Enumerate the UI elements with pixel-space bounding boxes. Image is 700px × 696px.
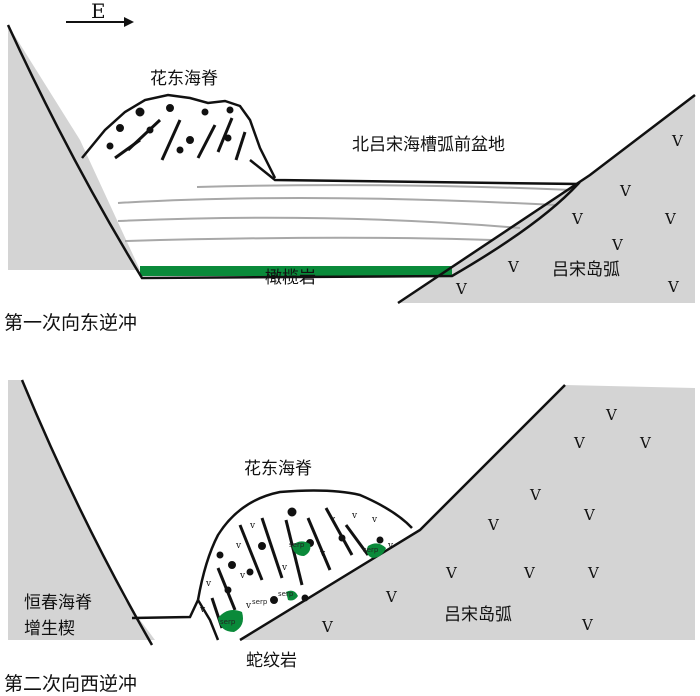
svg-text:v: v bbox=[199, 605, 206, 615]
svg-text:V: V bbox=[619, 182, 632, 200]
wedge-label-line1: 恒春海脊 bbox=[24, 593, 92, 613]
svg-text:v: v bbox=[281, 563, 288, 573]
svg-text:V: V bbox=[587, 564, 600, 582]
left-slope-1 bbox=[8, 25, 140, 270]
svg-text:V: V bbox=[611, 236, 624, 254]
v-marks-2: V V V V V V V V V V V V bbox=[321, 406, 652, 636]
svg-text:serp: serp bbox=[289, 541, 305, 549]
svg-text:v: v bbox=[205, 579, 212, 589]
svg-text:V: V bbox=[385, 588, 398, 606]
serp-labels: serp serp serp serp serp bbox=[220, 541, 379, 626]
svg-text:v: v bbox=[239, 571, 246, 581]
svg-text:v: v bbox=[329, 515, 336, 525]
olivine-label: 橄榄岩 bbox=[265, 268, 316, 288]
svg-text:V: V bbox=[667, 278, 680, 296]
olivine-layer bbox=[140, 266, 452, 276]
panel-first-thrust: 花东海脊 北吕宋海槽弧前盆地 橄榄岩 吕宋岛弧 V V V V V V V V … bbox=[4, 24, 696, 334]
wedge-label-line2: 增生楔 bbox=[24, 619, 75, 639]
arc-label-2: 吕宋岛弧 bbox=[444, 605, 512, 625]
svg-text:v: v bbox=[249, 521, 256, 531]
svg-text:serp: serp bbox=[278, 590, 294, 598]
svg-text:v: v bbox=[351, 511, 358, 521]
v-marks-1: V V V V V V V V bbox=[455, 132, 684, 298]
basin-outline-1 bbox=[6, 24, 581, 280]
svg-text:v: v bbox=[245, 601, 252, 611]
svg-text:V: V bbox=[507, 258, 520, 276]
svg-text:V: V bbox=[445, 564, 458, 582]
svg-text:V: V bbox=[664, 210, 677, 228]
ridge-outline-2 bbox=[196, 489, 413, 601]
serpentinite-bodies bbox=[218, 541, 386, 632]
hengchun-wedge bbox=[8, 380, 155, 640]
svg-text:V: V bbox=[571, 210, 584, 228]
east-arrow: E bbox=[66, 0, 134, 27]
ridge-label-1: 花东海脊 bbox=[150, 69, 218, 89]
svg-text:serp: serp bbox=[220, 618, 236, 626]
ridge-texture-1 bbox=[106, 104, 247, 161]
luzon-arc-block-2 bbox=[240, 385, 695, 640]
caption-first: 第一次向东逆冲 bbox=[4, 312, 137, 334]
svg-text:V: V bbox=[523, 564, 536, 582]
svg-text:v: v bbox=[319, 549, 326, 559]
svg-text:v: v bbox=[387, 541, 394, 551]
serpentinite-label: 蛇纹岩 bbox=[246, 651, 297, 671]
svg-text:V: V bbox=[455, 280, 468, 298]
svg-text:V: V bbox=[321, 618, 334, 636]
east-label: E bbox=[91, 0, 106, 23]
svg-text:V: V bbox=[581, 616, 594, 634]
svg-text:v: v bbox=[371, 515, 378, 525]
svg-text:V: V bbox=[671, 132, 684, 150]
basin-label: 北吕宋海槽弧前盆地 bbox=[352, 135, 505, 155]
svg-text:serp: serp bbox=[252, 598, 268, 606]
svg-text:serp: serp bbox=[363, 546, 379, 554]
luzon-arc-block-1 bbox=[398, 95, 695, 303]
ridge-outline-1 bbox=[81, 93, 277, 179]
caption-second: 第二次向西逆冲 bbox=[4, 673, 137, 695]
arc-label-1: 吕宋岛弧 bbox=[552, 260, 620, 280]
svg-text:V: V bbox=[583, 506, 596, 524]
sediment-layers bbox=[117, 184, 573, 242]
ridge-v-marks: v v v v v v v v v v v v bbox=[199, 511, 394, 615]
ridge-label-2: 花东海脊 bbox=[244, 459, 312, 479]
panel-second-thrust: v v v v v v v v v v v v serp serp serp s… bbox=[4, 379, 695, 695]
svg-text:V: V bbox=[605, 406, 618, 424]
svg-text:V: V bbox=[573, 434, 586, 452]
svg-text:V: V bbox=[529, 486, 542, 504]
svg-text:V: V bbox=[639, 434, 652, 452]
svg-text:V: V bbox=[487, 516, 500, 534]
svg-text:v: v bbox=[235, 541, 242, 551]
